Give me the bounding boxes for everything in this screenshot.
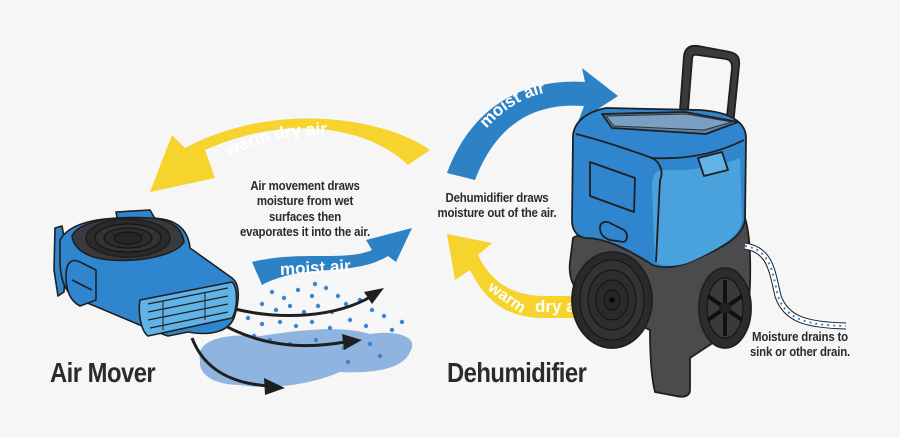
caption-line: moisture from wet xyxy=(256,193,354,209)
air-mover-title: Air Mover xyxy=(50,357,156,388)
moist-air-label-bottom: moist air xyxy=(279,256,351,279)
caption-line: Moisture drains to xyxy=(751,329,848,344)
dehumidifier-illustration xyxy=(568,44,752,398)
air-mover-illustration xyxy=(53,209,240,337)
drain-caption: Moisture drains to sink or other drain. xyxy=(734,329,866,360)
air-movement-caption: Air movement draws moisture from wet sur… xyxy=(204,178,406,239)
water-puddle xyxy=(199,329,413,387)
dehumidifier-title: Dehumidifier xyxy=(447,357,587,388)
dehumidifier-caption: Dehumidifier draws moisture out of the a… xyxy=(422,190,572,221)
airflow-arrowheads xyxy=(264,288,384,395)
caption-line: sink or other drain. xyxy=(749,344,851,360)
moist-air-arrow-bottom: moist air xyxy=(252,228,412,285)
caption-line: Air movement draws xyxy=(250,178,360,193)
caption-line: evaporates it into the air. xyxy=(239,223,371,239)
caption-line: surfaces then xyxy=(268,208,342,224)
warm-dry-air-label-top: warm dry air xyxy=(222,119,328,160)
airflow-lines xyxy=(190,294,373,388)
caption-line: moisture out of the air. xyxy=(437,205,557,221)
caption-line: Dehumidifier draws xyxy=(445,190,549,205)
drain-hose xyxy=(744,242,847,330)
